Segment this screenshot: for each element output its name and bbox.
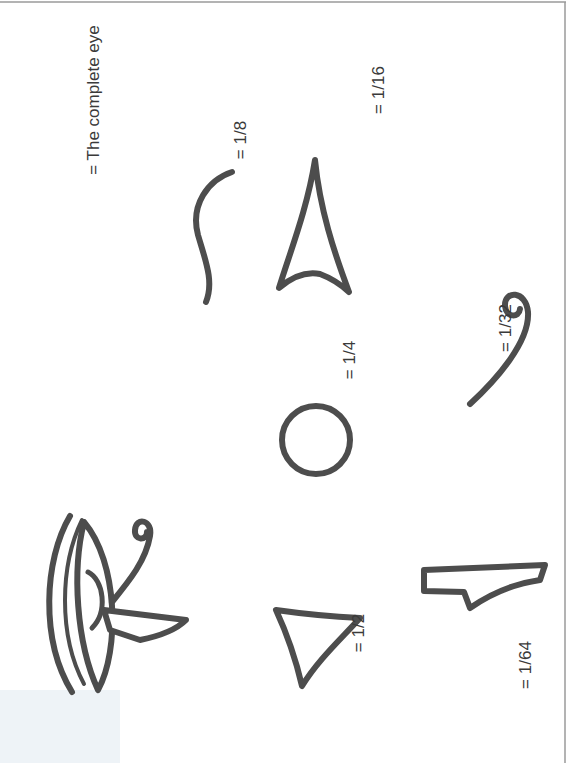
fraction-label: = 1/16 — [370, 66, 387, 114]
eye-teardrop — [104, 610, 186, 640]
fraction-label: = 1/32 — [497, 304, 514, 352]
fraction-label: = 1/64 — [517, 641, 534, 689]
eyebrow-outer — [49, 516, 72, 692]
whole-eye-label: = The complete eye — [85, 25, 102, 174]
outer-corner-piece — [276, 610, 360, 686]
fraction-label: = 1/4 — [341, 341, 358, 379]
eye-almond — [77, 522, 112, 690]
page-border — [0, 1, 566, 3]
eyebrow-piece — [196, 172, 232, 302]
eye-pupil — [88, 572, 102, 628]
inner-corner-piece — [279, 160, 349, 292]
page-border — [564, 2, 566, 763]
teardrop-piece — [424, 565, 545, 608]
fraction-label: = 1/8 — [232, 121, 249, 159]
fraction-label: = 1/2 — [350, 614, 367, 652]
scan-shade — [0, 690, 120, 763]
eye-spiral — [112, 521, 150, 602]
pupil-piece — [282, 406, 350, 474]
spiral-piece — [470, 295, 528, 404]
